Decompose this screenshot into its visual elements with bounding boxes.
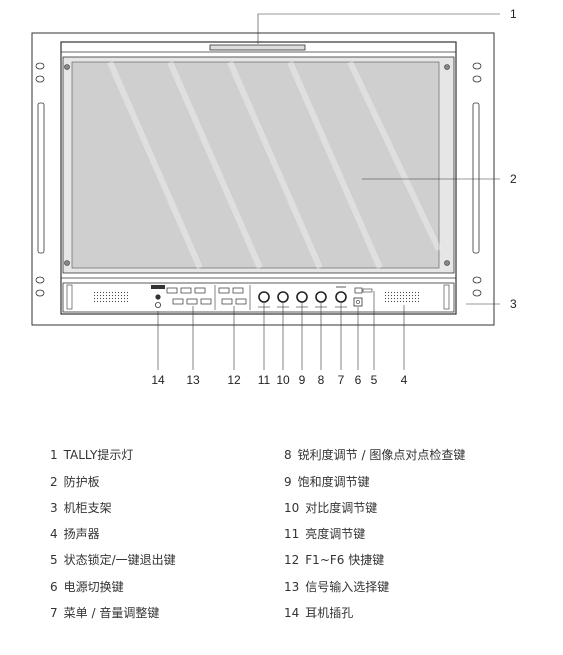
legend-text: 耳机插孔: [305, 606, 354, 620]
legend-number: 12: [284, 553, 300, 567]
legend-item: 12 F1~F6 快捷键: [284, 551, 384, 568]
legend-item: 8 锐利度调节 / 图像点对点检查键: [284, 446, 465, 463]
speaker-grille-icon: [383, 290, 419, 303]
speaker-grille-icon: [93, 290, 129, 303]
callout-13: 13: [186, 373, 200, 387]
function-buttons: [218, 287, 247, 305]
legend-number: 2: [50, 475, 58, 489]
legend-item: 5 状态锁定/一键退出键: [50, 551, 176, 568]
legend-item: 4 扬声器: [50, 525, 100, 542]
legend-number: 4: [50, 527, 58, 541]
lock-button: [354, 287, 363, 294]
legend-item: 13 信号输入选择键: [284, 578, 389, 595]
callout-3: 3: [510, 297, 517, 311]
legend-number: 5: [50, 553, 58, 567]
input-select-buttons: [166, 287, 212, 305]
legend-number: 6: [50, 580, 58, 594]
legend-text: F1~F6 快捷键: [305, 553, 385, 567]
legend-item: 7 菜单 / 音量调整键: [50, 604, 159, 621]
callout-9: 9: [299, 373, 306, 387]
legend-item: 3 机柜支架: [50, 499, 112, 516]
callout-10: 10: [276, 373, 290, 387]
power-icon: [353, 297, 363, 307]
legend-item: 10 对比度调节键: [284, 499, 377, 516]
legend-text: TALLY提示灯: [63, 448, 134, 462]
legend-number: 1: [50, 448, 58, 462]
legend-number: 8: [284, 448, 292, 462]
callout-8: 8: [318, 373, 325, 387]
legend-number: 13: [284, 580, 300, 594]
legend-text: 菜单 / 音量调整键: [63, 606, 160, 620]
screw-icon: [64, 64, 450, 266]
legend-number: 7: [50, 606, 58, 620]
legend-item: 11 亮度调节键: [284, 525, 365, 542]
legend-text: 状态锁定/一键退出键: [63, 553, 176, 567]
legend-text: 机柜支架: [63, 501, 112, 515]
tally-light: [209, 44, 306, 51]
callout-11: 11: [258, 373, 271, 387]
legend-text: 锐利度调节 / 图像点对点检查键: [297, 448, 466, 462]
protective-panel: [71, 61, 440, 269]
right-rack-ear: [472, 62, 482, 297]
legend-item: 14 耳机插孔: [284, 604, 353, 621]
legend-number: 9: [284, 475, 292, 489]
legend-number: 3: [50, 501, 58, 515]
headphone-jack-icon: [155, 294, 161, 300]
legend-number: 11: [284, 527, 300, 541]
legend-number: 14: [284, 606, 300, 620]
legend-item: 2 防护板: [50, 473, 100, 490]
left-rack-ear: [35, 62, 45, 297]
callout-4: 4: [401, 373, 408, 387]
legend-text: 饱和度调节键: [297, 475, 370, 489]
callout-12: 12: [227, 373, 241, 387]
legend-text: 电源切换键: [63, 580, 124, 594]
callout-6: 6: [355, 373, 362, 387]
legend-item: 6 电源切换键: [50, 578, 124, 595]
monitor-diagram: 1 2 3 14 13 12 11 10 9 8 7 6 5 4: [31, 7, 517, 387]
legend-number: 10: [284, 501, 300, 515]
callout-2: 2: [510, 172, 517, 186]
legend-item: 9 饱和度调节键: [284, 473, 370, 490]
legend-text: 信号输入选择键: [305, 580, 390, 594]
callout-14: 14: [151, 373, 165, 387]
callout-1: 1: [510, 7, 517, 21]
callout-7: 7: [338, 373, 345, 387]
legend-text: 对比度调节键: [305, 501, 378, 515]
legend-text: 亮度调节键: [305, 527, 366, 541]
legend-text: 扬声器: [63, 527, 100, 541]
knob-icon: [258, 291, 347, 303]
legend-text: 防护板: [63, 475, 100, 489]
legend-item: 1 TALLY提示灯: [50, 446, 133, 463]
callout-5: 5: [371, 373, 378, 387]
